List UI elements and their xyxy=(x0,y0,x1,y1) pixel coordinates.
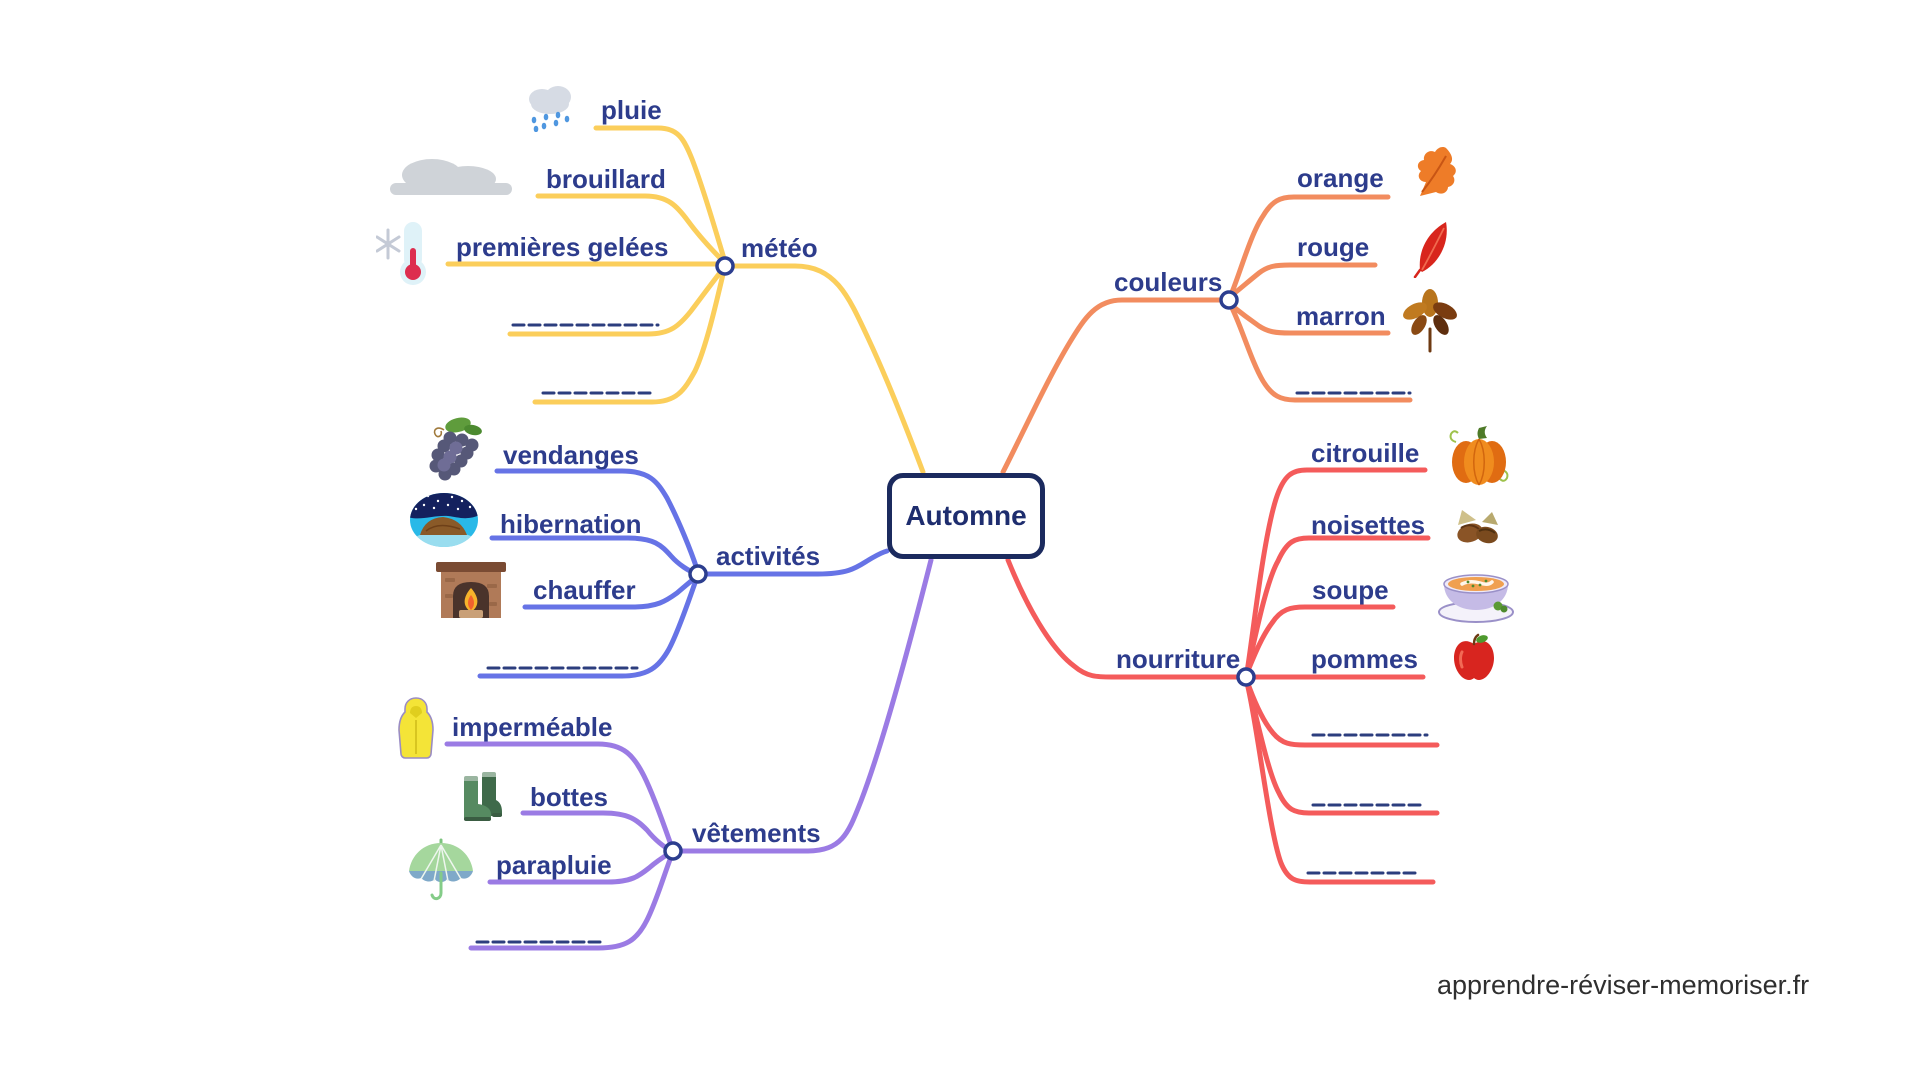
activites-node[interactable] xyxy=(688,564,708,584)
item-label-brouillard[interactable]: brouillard xyxy=(546,164,666,194)
nuts-icon xyxy=(1452,506,1500,551)
item-label-noisettes[interactable]: noisettes xyxy=(1311,510,1426,540)
hibernation-icon xyxy=(408,491,480,554)
item-label-parapluie[interactable]: parapluie xyxy=(496,850,612,880)
nourriture-branch-lines xyxy=(1005,467,1440,885)
rain-cloud-icon xyxy=(522,82,578,137)
item-label-premieres-gelees[interactable]: premières gelées xyxy=(456,232,669,262)
item-label-hibernation[interactable]: hibernation xyxy=(500,509,642,539)
fog-cloud-icon xyxy=(380,153,520,206)
meteo-branch-lines xyxy=(445,125,926,475)
item-label-orange[interactable]: orange xyxy=(1297,163,1384,193)
item-label-vendanges[interactable]: vendanges xyxy=(503,440,639,470)
vetements-branch-lines xyxy=(444,557,934,951)
brown-leaf-icon xyxy=(1400,287,1460,360)
branch-label-meteo[interactable]: météo xyxy=(741,233,818,263)
activites-branch-lines xyxy=(477,468,890,679)
branch-label-vetements[interactable]: vêtements xyxy=(692,818,821,848)
pumpkin-icon xyxy=(1446,424,1512,491)
item-label-pommes[interactable]: pommes xyxy=(1311,644,1418,674)
grapes-icon xyxy=(420,414,490,487)
branch-label-activites[interactable]: activités xyxy=(716,541,821,571)
soup-icon xyxy=(1436,556,1516,629)
couleurs-branch-lines xyxy=(1000,194,1413,475)
couleurs-node[interactable] xyxy=(1219,290,1239,310)
item-label-chauffer[interactable]: chauffer xyxy=(533,575,636,605)
fireplace-icon xyxy=(434,560,508,625)
orange-leaf-icon xyxy=(1408,144,1460,205)
central-topic[interactable]: Automne xyxy=(887,473,1045,559)
frost-thermometer-icon xyxy=(375,220,430,291)
website-watermark: apprendre-réviser-memoriser.fr xyxy=(1437,970,1810,1000)
item-label-citrouille[interactable]: citrouille xyxy=(1311,438,1420,468)
raincoat-icon xyxy=(396,696,436,765)
item-label-impermeable[interactable]: imperméable xyxy=(452,712,613,742)
item-label-marron[interactable]: marron xyxy=(1296,301,1386,331)
item-label-bottes[interactable]: bottes xyxy=(530,782,608,812)
boots-icon xyxy=(458,770,504,827)
branch-label-couleurs[interactable]: couleurs xyxy=(1114,267,1223,297)
umbrella-icon xyxy=(406,838,476,909)
blank-item-dashes[interactable] xyxy=(475,323,1429,944)
nourriture-node[interactable] xyxy=(1236,667,1256,687)
meteo-node[interactable] xyxy=(715,256,735,276)
central-topic-label: Automne xyxy=(905,500,1027,531)
item-label-rouge[interactable]: rouge xyxy=(1297,232,1370,262)
apple-icon xyxy=(1452,632,1496,687)
item-label-pluie[interactable]: pluie xyxy=(601,95,662,125)
item-label-soupe[interactable]: soupe xyxy=(1312,575,1389,605)
vetements-node[interactable] xyxy=(663,841,683,861)
red-leaf-icon xyxy=(1410,220,1456,283)
branch-label-nourriture[interactable]: nourriture xyxy=(1116,644,1241,674)
